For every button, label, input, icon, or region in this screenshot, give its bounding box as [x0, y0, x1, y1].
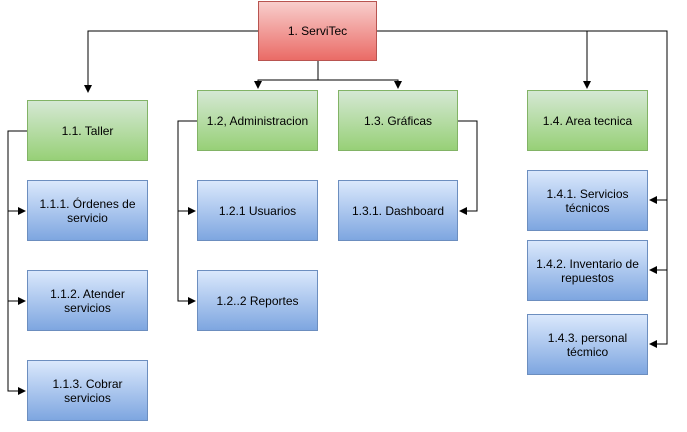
edge-admin-reportes — [177, 211, 196, 305]
node-servicios-tecnicos[interactable]: 1.4.1. Servicios técnicos — [527, 170, 648, 231]
edge-root-taller — [84, 30, 258, 93]
edge-taller-ordenes — [7, 130, 27, 215]
node-usuarios[interactable]: 1.2.1 Usuarios — [197, 180, 318, 241]
node-graficas[interactable]: 1.3. Gráficas — [338, 90, 458, 151]
node-administracion[interactable]: 1.2, Administracion — [197, 90, 318, 151]
node-dashboard[interactable]: 1.3.1. Dashboard — [338, 180, 458, 241]
edge-admin-usuarios — [177, 120, 197, 215]
node-reportes[interactable]: 1.2..2 Reportes — [197, 270, 318, 331]
node-area-tecnica[interactable]: 1.4. Area tecnica — [527, 90, 648, 151]
node-ordenes-servicio[interactable]: 1.1.1. Órdenes de servicio — [27, 180, 148, 241]
node-taller[interactable]: 1.1. Taller — [27, 100, 148, 161]
edge-taller-cobrar — [7, 301, 26, 395]
node-root[interactable]: 1. ServiTec — [258, 1, 377, 61]
node-inventario-repuestos[interactable]: 1.4.2. Inventario de repuestos — [527, 240, 648, 301]
edge-root-graficas — [317, 61, 402, 89]
edge-taller-atender — [7, 211, 26, 305]
edge-graficas-dashboard — [458, 120, 478, 215]
node-personal-tecnico[interactable]: 1.4.3. personal técmico — [527, 314, 648, 375]
node-atender-servicios[interactable]: 1.1.2. Atender servicios — [27, 270, 148, 331]
node-cobrar-servicios[interactable]: 1.1.3. Cobrar servicios — [27, 360, 148, 421]
edge-root-area-tecnica — [377, 30, 591, 89]
edge-root-administracion — [254, 61, 319, 89]
